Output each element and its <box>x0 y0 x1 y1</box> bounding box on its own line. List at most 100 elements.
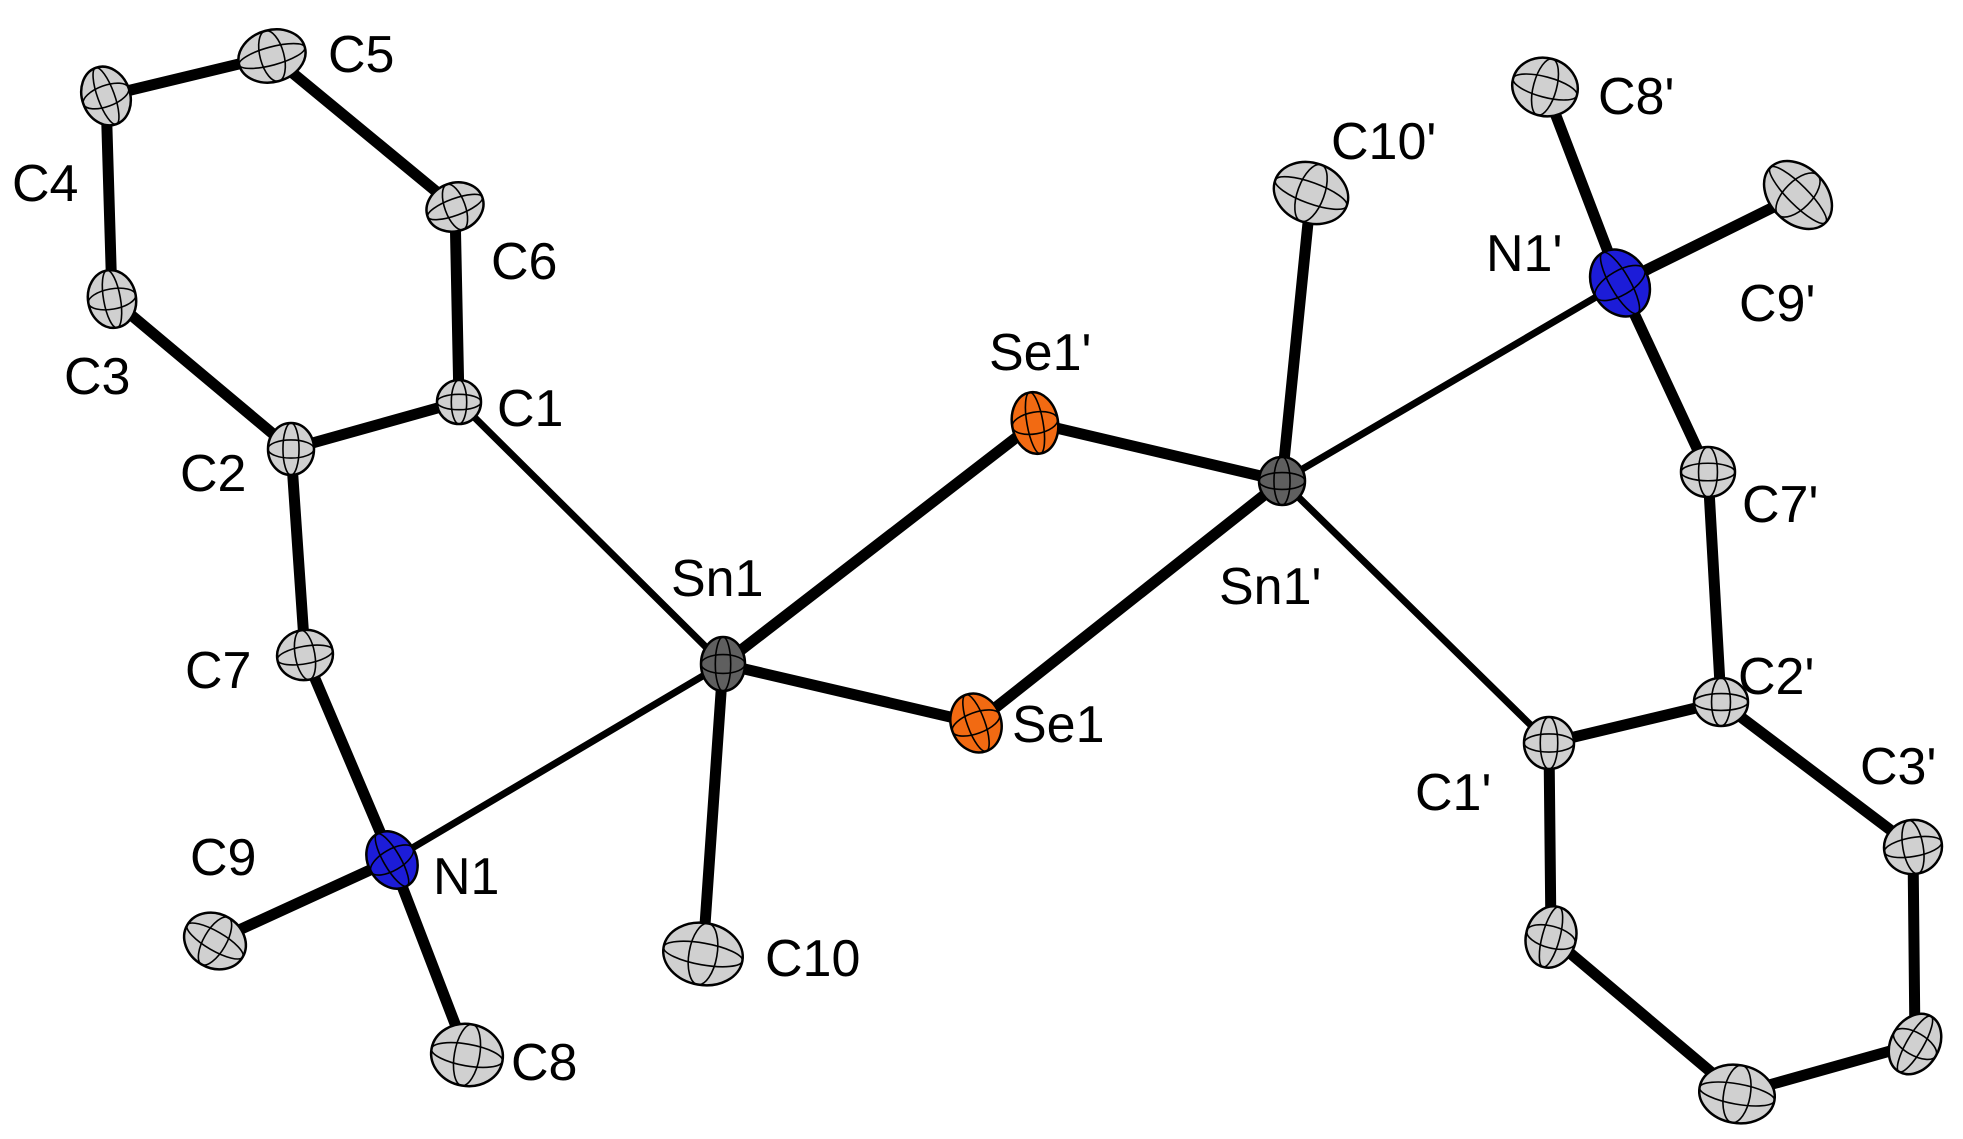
ellipsoid-axis-ring <box>441 183 469 231</box>
ellipsoid-axis-ring <box>1883 835 1943 859</box>
ellipsoid-axis-ring <box>1775 172 1821 218</box>
ellipsoid-axis-ring <box>430 1041 504 1069</box>
bond-c2p-c3p <box>1715 696 1919 853</box>
bonds-layer <box>100 50 1921 1100</box>
ellipsoid-axis-ring <box>1274 175 1348 211</box>
atom-ellipsoid <box>661 921 745 987</box>
atom-ellipsoid <box>79 65 133 127</box>
bond-c7-n1 <box>299 649 398 866</box>
atom-ellipsoid <box>1679 445 1737 499</box>
ellipsoid-axis-ring <box>687 922 719 986</box>
ellipsoid-axis-ring <box>1710 677 1732 727</box>
atom-label-c9p: C9' <box>1739 275 1815 333</box>
bond-sn1-se1p <box>717 417 1041 670</box>
atom-label-c10: C10 <box>765 930 860 988</box>
atom-ellipsoid <box>699 635 747 693</box>
atom-ellipsoid <box>949 692 1003 754</box>
ellipsoid-axis-ring <box>951 709 1001 737</box>
atom-label-n1: N1 <box>433 848 499 906</box>
atom-c1 <box>435 378 483 426</box>
bond-c3-c4 <box>100 90 118 305</box>
atom-c6 <box>425 181 485 233</box>
ellipsoid-axis-ring <box>1892 1027 1938 1061</box>
atom-ellipsoid <box>365 830 419 890</box>
ellipsoid-axis-ring <box>374 832 410 888</box>
bond-c1-c2 <box>285 396 465 455</box>
bond-c6p-c1p <box>1543 737 1557 943</box>
atom-label-se1p: Se1' <box>989 324 1091 382</box>
atom-c1p <box>1522 715 1576 771</box>
ellipsoid-axis-ring <box>1011 410 1059 436</box>
atom-label-se1: Se1 <box>1012 696 1105 754</box>
ellipsoid-axis-ring <box>92 66 120 126</box>
atom-label-sn1p: Sn1' <box>1219 558 1321 616</box>
atom-label-c6: C6 <box>491 233 557 291</box>
ellipsoid-axis-ring <box>87 287 137 311</box>
bond-se1p-sn1p <box>1029 417 1288 487</box>
ellipsoid-axis-ring <box>197 916 233 966</box>
atom-c2p <box>1692 676 1750 728</box>
ellipsoid-axis-ring <box>276 644 334 666</box>
ellipsoid-axis-ring <box>257 29 287 83</box>
atom-ellipsoid <box>1257 455 1307 507</box>
ellipsoid-axis-ring <box>962 693 990 753</box>
atom-label-c1p: C1' <box>1415 764 1491 822</box>
atom-label-sn1: Sn1 <box>671 550 764 608</box>
atom-label-c3p: C3' <box>1860 738 1936 796</box>
atom-c9p <box>1762 159 1834 231</box>
atom-ellipsoid <box>429 1022 505 1088</box>
atom-se1 <box>949 692 1003 754</box>
atom-c10p <box>1272 160 1350 226</box>
ellipsoid-axis-ring <box>1594 264 1646 302</box>
bond-c2-c3 <box>106 293 297 455</box>
ellipsoid-axis-ring <box>1599 251 1641 315</box>
atom-ellipsoid <box>182 911 248 971</box>
atom-ellipsoid <box>1588 248 1652 318</box>
ellipsoid-axis-ring <box>1697 446 1719 498</box>
atom-c5 <box>237 28 307 84</box>
atom-ellipsoid <box>1887 1012 1943 1076</box>
ellipsoid-axis-ring <box>82 82 130 110</box>
ellipsoid-axis-ring <box>426 193 484 221</box>
ellipsoid-axis-ring <box>186 922 244 960</box>
atom-c5p <box>1697 1063 1777 1125</box>
atom-label-c5: C5 <box>328 26 394 84</box>
atom-label-c3: C3 <box>64 348 130 406</box>
bond-sn1-se1 <box>717 658 982 729</box>
ellipsoid-axis-ring <box>452 1023 482 1087</box>
ellipsoid-axis-ring <box>101 269 123 329</box>
atom-label-c7: C7 <box>185 642 251 700</box>
atom-label-c9: C9 <box>190 829 256 887</box>
atom-n1 <box>365 830 419 890</box>
atom-c9 <box>182 911 248 971</box>
bond-n1p-c9p <box>1614 189 1804 289</box>
ellipsoid-axis-ring <box>1693 692 1749 712</box>
ellipsoid-axis-ring <box>700 653 746 675</box>
bond-n1-sn1 <box>388 660 727 864</box>
ellipsoid-axis-ring <box>1538 906 1564 968</box>
ellipsoid-axis-ring <box>1530 58 1560 116</box>
ellipsoid-axis-ring <box>714 636 732 692</box>
atom-label-c7p: C7' <box>1742 476 1818 534</box>
atom-c3 <box>86 268 138 330</box>
atom-label-n1p: N1' <box>1486 225 1562 283</box>
atom-c7 <box>275 628 335 682</box>
ellipsoid-axis-ring <box>1680 462 1736 482</box>
bond-n1-c8 <box>386 854 473 1061</box>
ellipsoid-axis-ring <box>662 940 744 968</box>
atom-ellipsoid <box>275 628 335 682</box>
bond-c6-c1 <box>449 201 465 408</box>
bond-se1-sn1p <box>970 475 1288 729</box>
bond-c7p-c2p <box>1702 466 1727 708</box>
atom-ellipsoid <box>1522 715 1576 771</box>
atom-c4p <box>1887 1012 1943 1076</box>
bond-n1-c9 <box>209 854 398 947</box>
atom-label-c8p: C8' <box>1598 68 1674 126</box>
ellipsoid-axis-ring <box>282 422 300 476</box>
bond-c3p-c4p <box>1907 841 1921 1050</box>
bond-c2-c7 <box>285 443 311 661</box>
bond-c5p-c6p <box>1545 931 1743 1100</box>
bond-sn1p-c10p <box>1276 187 1317 487</box>
atom-label-c8: C8 <box>511 1034 577 1092</box>
